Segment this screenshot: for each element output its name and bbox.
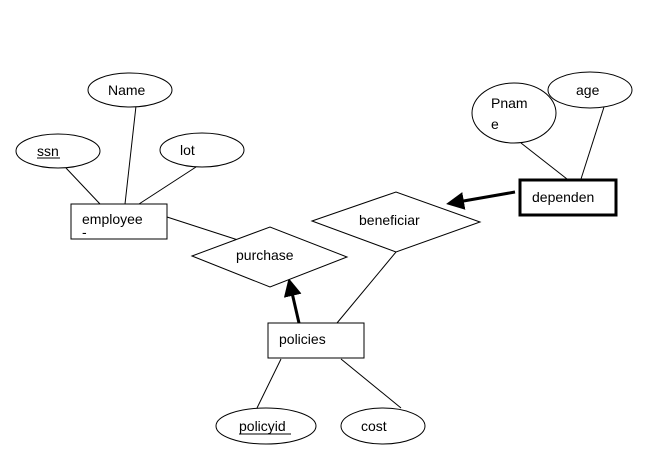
attribute-label: age	[576, 82, 600, 98]
attribute-policyid[interactable]: policyid	[215, 407, 317, 445]
attribute-ellipse	[340, 407, 426, 445]
attribute-cost[interactable]: cost	[340, 407, 426, 445]
entity-label: employee	[82, 211, 143, 227]
attribute-name[interactable]: Name	[87, 72, 173, 108]
edge-policies-policyid	[256, 358, 282, 409]
edge-name-employee	[124, 105, 137, 205]
entity-policies[interactable]: policies	[267, 322, 365, 359]
edge-policies-cost	[340, 358, 402, 409]
attribute-ssn[interactable]: ssn	[15, 133, 101, 169]
attribute-label: Name	[108, 82, 146, 98]
edge-ssn-employee	[65, 167, 101, 205]
participation-arrows	[283, 190, 516, 324]
attribute-ellipse	[87, 72, 173, 108]
entity-dependents-weak[interactable]: dependen	[518, 178, 618, 217]
arrow-dependents-beneficiary	[446, 190, 516, 210]
entity-box	[267, 322, 365, 359]
entity-label: policies	[279, 331, 326, 347]
relationship-diamond	[310, 191, 482, 253]
entity-box	[70, 203, 168, 240]
relationship-purchaser[interactable]: purchase	[190, 226, 349, 288]
attribute-label-line2: e	[491, 116, 499, 132]
relationship-label: purchase	[236, 247, 294, 263]
connectors	[65, 105, 605, 409]
attribute-pname[interactable]: Pnam e	[471, 82, 557, 144]
attribute-label: cost	[361, 418, 387, 434]
attribute-label-key: policyid	[239, 418, 286, 434]
weak-entity-box	[518, 178, 618, 217]
entity-employee[interactable]: employee -	[70, 203, 168, 240]
attribute-ellipse	[215, 407, 317, 445]
attribute-lot[interactable]: lot	[159, 132, 245, 168]
attribute-label: lot	[180, 142, 195, 158]
attribute-label-line1: Pnam	[491, 95, 528, 111]
edge-employee-purchaser	[166, 216, 239, 241]
entity-label: dependen	[532, 189, 594, 205]
edge-age-dependents	[580, 106, 605, 180]
arrow-policies-purchaser	[283, 278, 302, 324]
attribute-ellipse	[547, 71, 633, 109]
edge-policies-beneficiary	[336, 251, 397, 324]
edge-pname-dependents	[520, 142, 568, 180]
relationship-beneficiary[interactable]: beneficiar	[310, 191, 482, 253]
attribute-label-key: ssn	[37, 143, 59, 159]
edge-lot-employee	[138, 166, 197, 205]
attribute-ellipse	[15, 133, 101, 169]
attribute-age[interactable]: age	[547, 71, 633, 109]
attribute-ellipse	[471, 82, 557, 144]
attribute-ellipse	[159, 132, 245, 168]
relationship-diamond	[190, 226, 349, 288]
relationship-label: beneficiar	[359, 212, 420, 228]
entity-sublabel: -	[82, 224, 87, 240]
